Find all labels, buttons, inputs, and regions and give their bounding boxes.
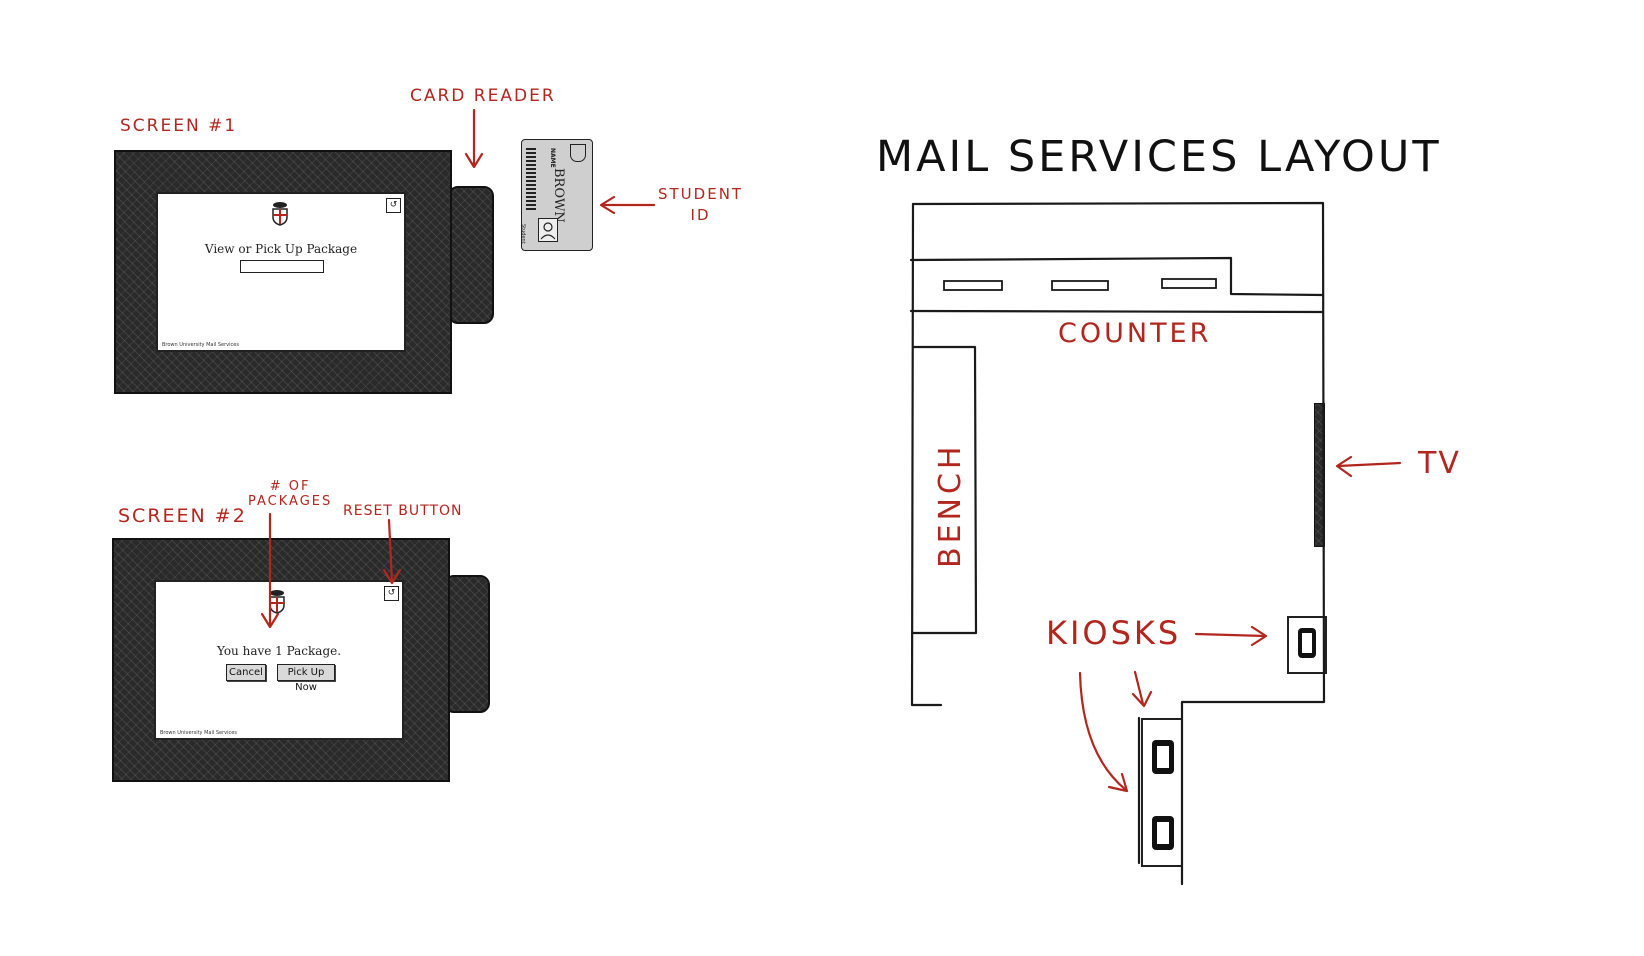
room-wall-left: [912, 204, 941, 705]
counter-window-3: [1162, 279, 1216, 288]
counter-front: [911, 311, 1323, 312]
bench-outline: [913, 347, 976, 633]
counter-window-2: [1052, 281, 1108, 290]
counter-window-1: [944, 281, 1002, 290]
